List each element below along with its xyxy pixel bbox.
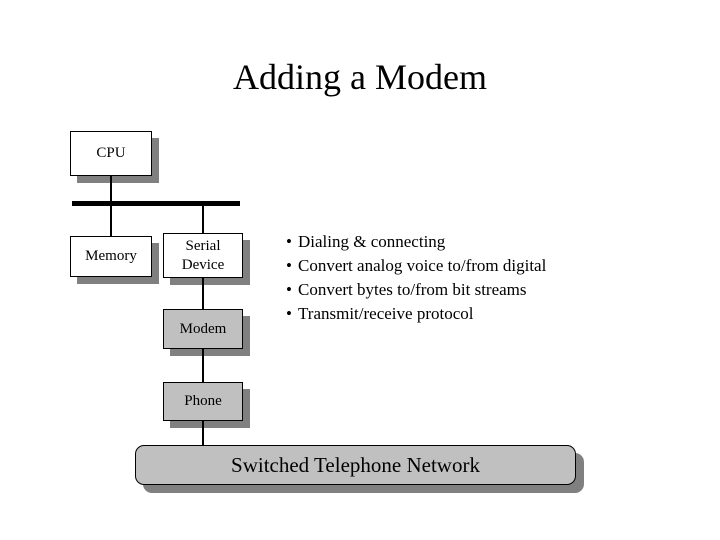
list-item: • Convert bytes to/from bit streams [286, 278, 686, 302]
list-item: • Dialing & connecting [286, 230, 686, 254]
connector-bus-to-serial-device [202, 205, 204, 234]
system-bus-line [72, 201, 240, 206]
network-box-label: Switched Telephone Network [231, 452, 480, 477]
memory-box[interactable]: Memory [70, 236, 152, 277]
modem-box[interactable]: Modem [163, 309, 243, 349]
modem-function-list: • Dialing & connecting • Convert analog vo… [286, 230, 686, 326]
connector-bus-to-memory [110, 205, 112, 238]
list-item-label: Convert analog voice to/from digital [298, 256, 547, 275]
network-box[interactable]: Switched Telephone Network [135, 445, 576, 485]
list-item-label: Transmit/receive protocol [298, 304, 474, 323]
list-item: • Transmit/receive protocol [286, 302, 686, 326]
phone-box[interactable]: Phone [163, 382, 243, 421]
list-item: • Convert analog voice to/from digital [286, 254, 686, 278]
serial-device-box-label: Serial Device [181, 237, 225, 273]
bullet-marker-icon: • [286, 304, 292, 323]
bullet-marker-icon: • [286, 280, 292, 299]
connector-serial-device-to-modem [202, 276, 204, 310]
bullet-marker-icon: • [286, 232, 292, 251]
bullet-marker-icon: • [286, 256, 292, 275]
connector-modem-to-phone [202, 347, 204, 383]
connector-cpu-to-bus [110, 174, 112, 206]
modem-box-label: Modem [179, 320, 227, 337]
list-item-label: Dialing & connecting [298, 232, 446, 251]
connector-phone-to-network [202, 419, 204, 447]
phone-box-label: Phone [184, 393, 222, 409]
serial-device-box[interactable]: Serial Device [163, 233, 243, 278]
page-title: Adding a Modem [233, 57, 487, 97]
memory-box-label: Memory [85, 248, 137, 264]
list-item-label: Convert bytes to/from bit streams [298, 280, 527, 299]
cpu-box-label: CPU [96, 145, 126, 161]
cpu-box[interactable]: CPU [70, 131, 152, 176]
